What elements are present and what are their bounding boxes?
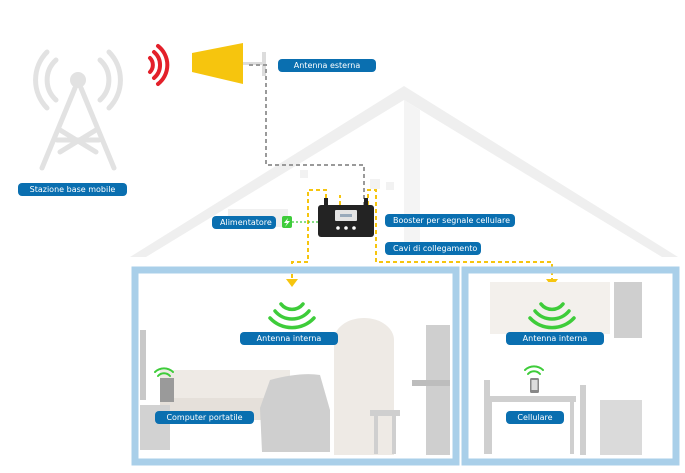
cell-tower-icon bbox=[33, 49, 123, 171]
booster-label: Booster per segnale cellulare bbox=[385, 214, 515, 227]
cables-label: Cavi di collegamento bbox=[385, 242, 481, 255]
internal-cables bbox=[291, 189, 553, 280]
power-supply-label: Alimentatore bbox=[212, 216, 276, 229]
wifi-signal-icon bbox=[154, 367, 174, 377]
smartphone-icon bbox=[530, 378, 539, 393]
laptop-label: Computer portatile bbox=[155, 411, 254, 424]
lightning-icon bbox=[282, 216, 292, 228]
directional-antenna-icon bbox=[192, 43, 266, 84]
base-station-label: Stazione base mobile bbox=[18, 183, 127, 196]
booster-device-icon bbox=[318, 198, 374, 237]
house-roof bbox=[130, 86, 678, 257]
external-cable bbox=[249, 64, 365, 205]
internal-antenna-left-label: Antenna interna bbox=[240, 332, 338, 345]
wifi-signal-icon bbox=[528, 302, 576, 330]
cell-signal-icon bbox=[148, 44, 170, 86]
room-left bbox=[131, 266, 460, 466]
wifi-signal-icon bbox=[268, 302, 316, 330]
room-right bbox=[461, 266, 680, 466]
external-antenna-label: Antenna esterna bbox=[278, 59, 376, 72]
phone-label: Cellulare bbox=[506, 411, 564, 424]
internal-antenna-right-label: Antenna interna bbox=[506, 332, 604, 345]
wifi-signal-icon bbox=[524, 365, 544, 375]
